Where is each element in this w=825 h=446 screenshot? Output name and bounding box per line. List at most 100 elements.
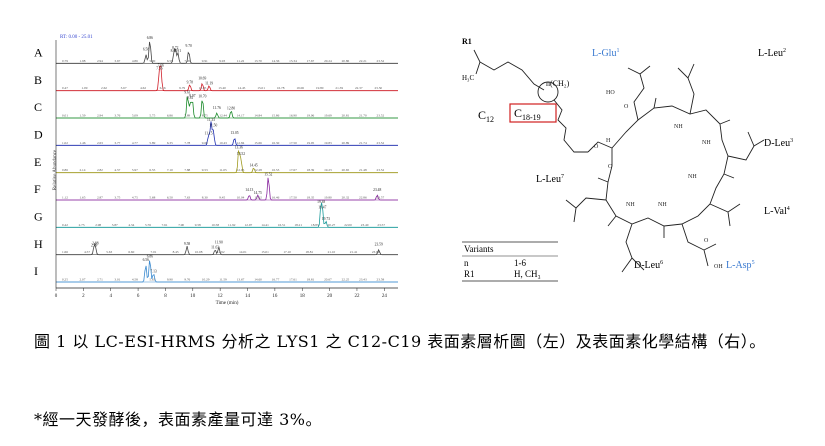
residue-l-leu2: L-Leu2	[758, 48, 786, 59]
baseline-rt-label-A: 0.79	[62, 59, 68, 63]
baseline-rt-label-A: 14.36	[272, 59, 280, 63]
baseline-rt-label-I: 20.67	[324, 278, 332, 282]
trace-label-D: D	[34, 128, 43, 142]
trace-label-C: C	[34, 100, 42, 114]
baseline-rt-label-G: 18.83	[311, 223, 319, 227]
baseline-rt-label-D: 1.02	[62, 141, 68, 145]
x-tick-label: 16	[272, 294, 278, 299]
baseline-rt-label-E: 12.28	[254, 168, 262, 172]
baseline-rt-label-H: 23.64	[372, 250, 380, 254]
x-tick-label: 24	[382, 294, 388, 299]
baseline-rt-label-G: 3.87	[112, 223, 118, 227]
peak-label-A: 9.70	[186, 44, 192, 48]
baseline-rt-label-B: 13.40	[218, 86, 226, 90]
baseline-rt-label-C: 6.86	[167, 114, 173, 118]
baseline-rt-label-D: 9.60	[202, 141, 208, 145]
baseline-rt-label-H: 18.81	[305, 250, 313, 254]
baseline-rt-label-I: 4.58	[132, 278, 138, 282]
baseline-rt-label-I: 9.90	[167, 278, 173, 282]
svg-text:NH: NH	[674, 124, 683, 130]
baseline-rt-label-E: 16.53	[272, 168, 280, 172]
baseline-rt-label-C: 2.94	[97, 114, 103, 118]
baseline-rt-label-H: 10.08	[195, 250, 203, 254]
baseline-rt-label-D: 7.78	[184, 141, 190, 145]
trace-label-B: B	[34, 73, 42, 87]
rt-range-header: RT: 0.00 - 25.01	[60, 35, 93, 40]
peak-label-B: 9.78	[187, 81, 193, 85]
baseline-rt-label-B: 15.01	[257, 86, 265, 90]
baseline-rt-label-E: 0.86	[62, 168, 68, 172]
baseline-rt-label-E: 9.53	[202, 168, 208, 172]
peak-label-D: 11.33	[207, 118, 215, 122]
peak-label-H: 23.59	[375, 243, 383, 247]
baseline-rt-label-F: 2.87	[97, 196, 103, 200]
yield-note: *經一天發酵後，表面素產量可達 3%。	[34, 410, 322, 429]
baseline-rt-label-C: 19.06	[307, 114, 315, 118]
baseline-rt-label-D: 4.77	[132, 141, 138, 145]
baseline-rt-label-C: 14.17	[237, 114, 245, 118]
baseline-rt-label-D: 15.66	[254, 141, 262, 145]
baseline-rt-label-E: 12.05	[237, 168, 245, 172]
baseline-rt-label-D: 16.30	[272, 141, 280, 145]
baseline-rt-label-G: 20.27	[328, 223, 336, 227]
baseline-rt-label-H: 21.41	[350, 250, 358, 254]
baseline-rt-label-C: 7.89	[184, 114, 190, 118]
peak-label-E: 13.52	[237, 152, 245, 156]
baseline-rt-label-E: 18.39	[307, 168, 315, 172]
baseline-rt-label-G: 7.90	[178, 223, 184, 227]
baseline-rt-label-G: 23.40	[361, 223, 369, 227]
baseline-rt-label-G: 2.98	[95, 223, 101, 227]
peak-label-C: 9.61	[184, 91, 190, 95]
y-axis-label: Relative Abundance	[53, 149, 58, 190]
x-tick-label: 14	[245, 294, 251, 299]
baseline-rt-label-E: 7.88	[184, 168, 190, 172]
baseline-rt-label-F: 12.62	[254, 196, 262, 200]
baseline-rt-label-I: 13.67	[237, 278, 245, 282]
baseline-rt-label-D: 6.35	[167, 141, 173, 145]
variants-row-n-key: n	[464, 258, 469, 268]
baseline-rt-label-H: 1.66	[62, 250, 68, 254]
baseline-rt-label-H: 21.10	[328, 250, 336, 254]
baseline-rt-label-G: 12.97	[245, 223, 253, 227]
baseline-rt-label-F: 1.65	[79, 196, 85, 200]
residue-l-leu7: L-Leu7	[536, 174, 564, 185]
h3c-label: H₃C	[462, 74, 474, 82]
peak-label-G: 19.47	[318, 206, 326, 210]
trace-label-I: I	[34, 264, 38, 278]
x-tick-label: 4	[109, 294, 112, 299]
peak-label-I: 6.86	[147, 255, 153, 259]
baseline-rt-label-E: 11.05	[219, 168, 227, 172]
x-tick-label: 2	[82, 294, 85, 299]
baseline-rt-label-D: 21.74	[359, 141, 367, 145]
residue-l-val4: L-Val4	[764, 206, 790, 217]
trace-label-G: G	[34, 210, 43, 224]
peak-label-H: 2.79	[91, 243, 97, 247]
baseline-rt-label-B: 9.79	[179, 86, 185, 90]
peak-label-C: 9.97	[189, 94, 195, 98]
baseline-rt-label-F: 19.80	[324, 196, 332, 200]
baseline-rt-label-G: 22.00	[344, 223, 352, 227]
baseline-rt-label-F: 8.30	[202, 196, 208, 200]
baseline-rt-label-A: 1.98	[79, 59, 85, 63]
baseline-rt-label-A: 2.94	[97, 59, 103, 63]
baseline-rt-label-D: 10.43	[219, 141, 227, 145]
baseline-rt-label-A: 15.34	[289, 59, 297, 63]
baseline-rt-label-E: 21.48	[359, 168, 367, 172]
baseline-rt-label-B: 3.67	[121, 86, 127, 90]
baseline-rt-label-B: 2.62	[101, 86, 107, 90]
baseline-rt-label-C: 15.86	[272, 114, 280, 118]
figure-caption: 圖 1 以 LC-ESI-HRMS 分析之 LYS1 之 C12-C19 表面素…	[34, 332, 766, 351]
baseline-rt-label-H: 7.01	[151, 250, 157, 254]
baseline-rt-label-B: 21.39	[335, 86, 343, 90]
baseline-rt-label-I: 9.76	[184, 278, 190, 282]
baseline-rt-label-I: 16.77	[272, 278, 280, 282]
x-axis-label: Time (min)	[216, 301, 239, 306]
baseline-rt-label-A: 11.22	[237, 59, 245, 63]
svg-text:O: O	[704, 238, 709, 244]
baseline-rt-label-F: 7.63	[184, 196, 190, 200]
baseline-rt-label-E: 4.57	[114, 168, 120, 172]
baseline-rt-label-G: 5.76	[145, 223, 151, 227]
baseline-rt-label-H: 6.60	[128, 250, 134, 254]
baseline-rt-label-C: 1.59	[79, 114, 85, 118]
baseline-rt-label-G: 18.21	[294, 223, 302, 227]
